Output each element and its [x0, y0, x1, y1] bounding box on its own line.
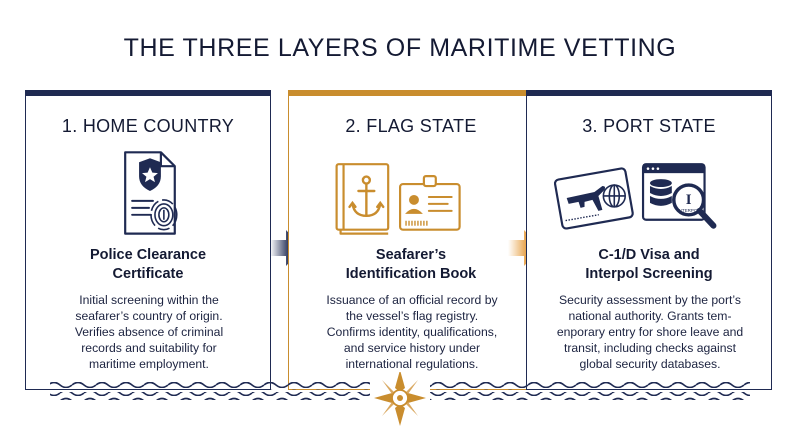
layer-card-port-state: 3. PORT STATE I INTERPOL C-1/D [526, 90, 772, 390]
card-heading: 1. HOME COUNTRY [61, 116, 235, 136]
subtitle-line: Certificate [112, 266, 184, 282]
description-line: national authority. Grants tem- [568, 309, 732, 323]
description-line: Initial screening within the [79, 293, 219, 307]
anchor-book-id-card-icon [335, 163, 461, 235]
description-line: and service history under [343, 341, 481, 355]
description-line: transit, including checks against [563, 341, 737, 355]
card-heading: 2. FLAG STATE [345, 116, 477, 136]
page-title: THE THREE LAYERS OF MARITIME VETTING [123, 34, 677, 62]
description-line: Security assessment by the port’s [559, 293, 741, 307]
card-description: Security assessment by the port’s nation… [541, 292, 759, 372]
description-line: seafarer’s country of origin. [75, 309, 223, 323]
subtitle-line: C-1/D Visa and [598, 247, 700, 263]
subtitle-line: Interpol Screening [585, 266, 713, 282]
description-line: the vessel’s flag registry. [345, 309, 479, 323]
layer-card-home-country: 1. HOME COUNTRY Police Clearance Certifi… [25, 90, 271, 390]
card-subtitle: Police Clearance Certificate [26, 246, 270, 284]
card-description: Initial screening within the seafarer’s … [40, 292, 258, 372]
description-line: maritime employment. [89, 357, 209, 371]
wave-border [50, 372, 750, 426]
arrow-right-icon [270, 230, 303, 266]
subtitle-line: Police Clearance [89, 247, 207, 263]
layer-card-flag-state: 2. FLAG STATE [288, 90, 534, 390]
compass-rose-icon [374, 372, 426, 426]
description-line: Issuance of an official record by [326, 293, 498, 307]
description-line: enporary entry for shore leave and [556, 325, 744, 339]
card-subtitle: Seafarer’s Identification Book [289, 246, 533, 284]
interpol-mark: I [686, 192, 692, 208]
visa-interpol-icon: I INTERPOL [553, 163, 717, 230]
subtitle-line: Seafarer’s [375, 247, 447, 263]
description-line: Verifies absence of criminal [74, 325, 224, 339]
description-line: records and suitability for [81, 341, 217, 355]
subtitle-line: Identification Book [345, 266, 477, 282]
description-line: global security databases. [579, 357, 721, 371]
arrow-right-icon [508, 230, 541, 266]
card-subtitle: C-1/D Visa and Interpol Screening [527, 246, 771, 284]
description-line: international regulations. [345, 357, 479, 371]
description-line: Confirms identity, qualifications, [326, 325, 498, 339]
interpol-label: INTERPOL [678, 208, 701, 213]
card-description: Issuance of an official record by the ve… [303, 292, 521, 372]
police-certificate-icon [124, 151, 178, 235]
card-heading: 3. PORT STATE [582, 116, 716, 136]
